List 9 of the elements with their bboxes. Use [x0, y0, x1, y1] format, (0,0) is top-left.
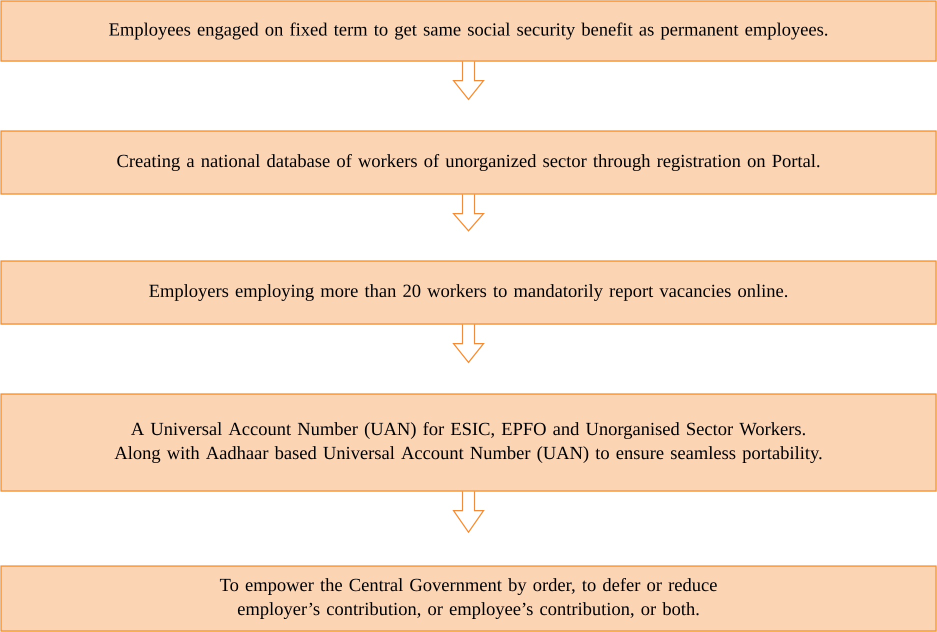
- process-box: Creating a national database of workers of unorganized sector through registration on Portal.: [0, 130, 937, 195]
- block-arrow: [452, 194, 485, 232]
- block-arrow: [452, 324, 485, 364]
- process-box: Employees engaged on fixed term to get same social security benefit as permanent employees.: [0, 0, 937, 62]
- process-box: A Universal Account Number (UAN) for ESIC, EPFO and Unorganised Sector Workers. Along with Aadhaar based Universal Account Number (UAN) to ensure seamless portability.: [0, 393, 937, 492]
- block-arrow: [452, 491, 485, 534]
- block-arrow: [452, 61, 485, 100]
- process-box: To empower the Central Government by order, to defer or reduce employer’s contribution, or employee’s contribution, or both.: [0, 565, 937, 632]
- process-box: Employers employing more than 20 workers to mandatorily report vacancies online.: [0, 260, 937, 325]
